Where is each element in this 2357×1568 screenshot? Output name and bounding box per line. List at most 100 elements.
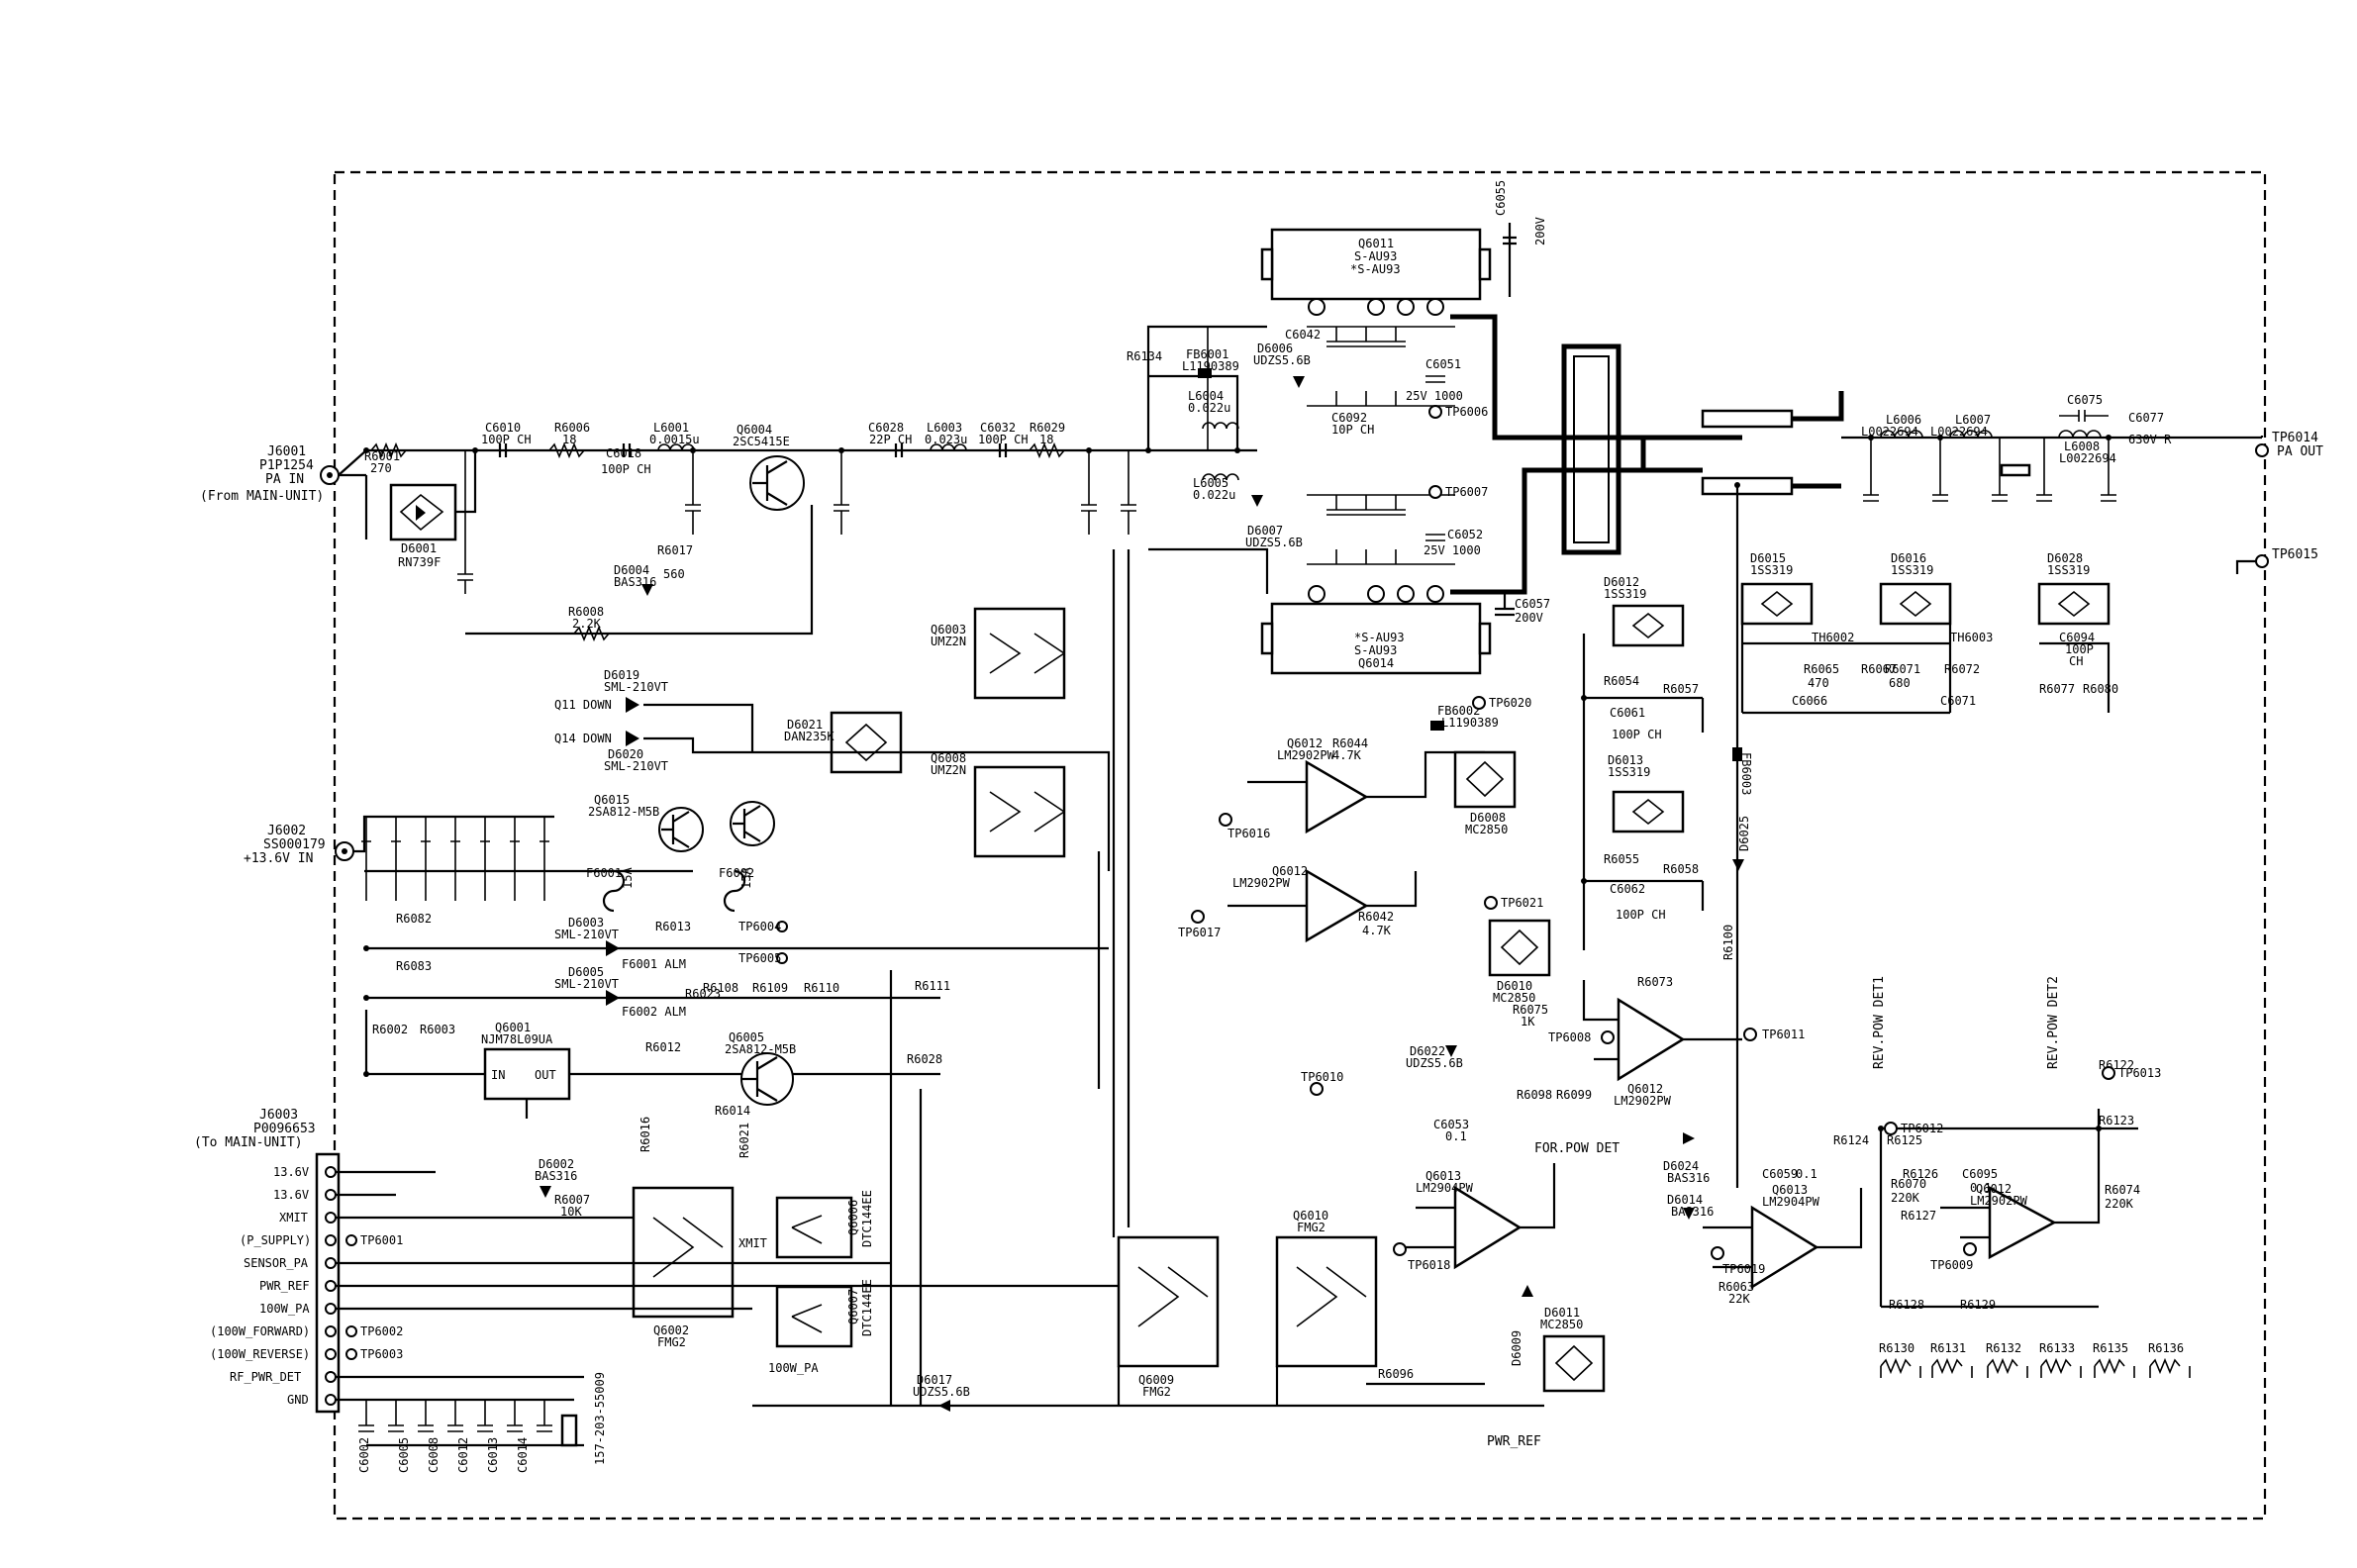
label-r6063-value: 22K <box>1728 1292 1750 1306</box>
diode-d6025: D6025 <box>1732 816 1751 871</box>
svg-text:+13.6V IN: +13.6V IN <box>244 851 313 866</box>
svg-text:D6028: D6028 <box>2047 551 2083 565</box>
svg-text:TP6002: TP6002 <box>360 1324 403 1338</box>
svg-text:C6028: C6028 <box>868 421 904 435</box>
label-r6129: R6129 <box>1960 1298 1996 1312</box>
test-point-tp6005: TP6005 <box>738 951 788 965</box>
svg-text:D6013: D6013 <box>1608 753 1643 767</box>
svg-text:TP6011: TP6011 <box>1762 1028 1805 1041</box>
svg-text:Q6012: Q6012 <box>1976 1182 2012 1196</box>
label-r6028: R6028 <box>907 1052 942 1066</box>
capacitor-c6077: C6077 630V R <box>2128 411 2172 446</box>
spare-resistors: R6130 R6131 R6132 R6133 R6135 R6136 <box>1879 1341 2191 1378</box>
shunt-capacitors-input <box>457 450 1136 594</box>
label-c6092-value: 10P CH <box>1331 423 1374 437</box>
j6003-pin-2: 13.6V <box>273 1188 309 1202</box>
capacitor-c6018: C6018 100P CH <box>601 443 651 476</box>
svg-text:FB6001: FB6001 <box>1186 347 1228 361</box>
svg-text:TP6008: TP6008 <box>1548 1030 1591 1044</box>
resistor-r6029: R6029 18 <box>1029 421 1065 459</box>
svg-text:F6002: F6002 <box>719 866 754 880</box>
j6003-pin-5: SENSOR_PA <box>244 1256 309 1270</box>
svg-text:BAS316: BAS316 <box>614 575 656 589</box>
svg-text:LM2902PW: LM2902PW <box>1970 1194 2028 1208</box>
svg-text:TP6003: TP6003 <box>360 1347 403 1361</box>
svg-text:D6005: D6005 <box>568 965 604 979</box>
svg-text:200V: 200V <box>1533 217 1547 245</box>
label-r6063: R6063 <box>1719 1280 1754 1294</box>
svg-text:25V 1000: 25V 1000 <box>1424 543 1481 557</box>
opamp-q6012-c: Q6012 LM2902PW <box>1614 997 1686 1108</box>
transistor-q6011: Q6011 S-AU93 *S-AU93 <box>1260 228 1492 316</box>
svg-text:C6013: C6013 <box>486 1437 500 1473</box>
label-c6061-value: 100P CH <box>1612 728 1662 741</box>
svg-text:BAS316: BAS316 <box>1667 1171 1710 1185</box>
svg-text:25V 1000: 25V 1000 <box>1406 389 1463 403</box>
svg-text:FMG2: FMG2 <box>1142 1385 1171 1399</box>
label-r6096: R6096 <box>1378 1367 1414 1381</box>
j6001-ref: J6001 <box>267 444 306 459</box>
j6001-note: (From MAIN-UNIT) <box>200 489 324 504</box>
svg-text:LM2902PW: LM2902PW <box>1614 1094 1672 1108</box>
transistor-q6004: Q6004 2SC5415E <box>733 423 805 511</box>
net-for-pow-det: FOR.POW DET <box>1534 1141 1620 1156</box>
label-c6094-value: 100P <box>2065 642 2094 656</box>
inductor-l6003: L6003 0.023u <box>925 421 967 451</box>
svg-text:L0022694: L0022694 <box>1930 425 1988 439</box>
svg-text:C6014: C6014 <box>516 1437 530 1473</box>
label-r6077: R6077 <box>2039 682 2075 696</box>
svg-text:*S-AU93: *S-AU93 <box>1350 262 1401 276</box>
transistor-pair-q6003: Q6003 UMZ2N <box>931 607 1066 700</box>
bypass-caps-13v6 <box>361 817 549 901</box>
svg-text:Q6013: Q6013 <box>1772 1183 1808 1197</box>
inductor-l6001: L6001 0.0015u <box>649 421 700 451</box>
label-r6058: R6058 <box>1663 862 1699 876</box>
resistor-r6006: R6006 18 <box>548 421 590 459</box>
svg-text:*S-AU93: *S-AU93 <box>1354 631 1405 644</box>
label-r6002: R6002 <box>372 1023 408 1036</box>
transistor-pair-q6008: Q6008 UMZ2N <box>931 751 1066 858</box>
zener-d6022: D6022 UDZS5.6B <box>1406 1044 1463 1070</box>
diode-d6014: D6014 BAS316 <box>1667 1193 1714 1220</box>
svg-text:FMG2: FMG2 <box>657 1335 686 1349</box>
diode-pack-d6008: D6008 MC2850 <box>1453 750 1517 836</box>
test-point-tp6021: TP6021 <box>1484 896 1543 910</box>
label-r6075-value: 1K <box>1521 1015 1535 1029</box>
test-point-tp6012: TP6012 <box>1884 1122 1943 1135</box>
label-r6067: R6067 <box>1861 662 1897 676</box>
svg-text:15A: 15A <box>621 867 635 889</box>
svg-text:Q6006: Q6006 <box>846 1200 860 1235</box>
svg-text:D6009: D6009 <box>1510 1330 1523 1366</box>
label-th6003: TH6003 <box>1950 631 1993 644</box>
svg-text:DTC144EE: DTC144EE <box>860 1190 874 1247</box>
test-point-tp6019: TP6019 <box>1711 1246 1765 1276</box>
svg-text:OUT: OUT <box>535 1068 556 1082</box>
label-r6014: R6014 <box>715 1104 750 1118</box>
diode-pack-d6013: D6013 1SS319 <box>1608 753 1685 833</box>
j6001-name: PA IN <box>265 472 304 487</box>
svg-text:(To MAIN-UNIT): (To MAIN-UNIT) <box>194 1135 303 1150</box>
test-point-tp6008: TP6008 <box>1548 1030 1615 1044</box>
svg-text:D6011: D6011 <box>1544 1306 1580 1320</box>
inductor-l6006: L6006 L0022694 <box>1861 413 1923 439</box>
label-c6071: C6071 <box>1940 694 1976 708</box>
j6003-pin-11: GND <box>287 1393 309 1407</box>
junctions <box>363 435 2111 1131</box>
svg-text:RN739F: RN739F <box>398 555 441 569</box>
svg-text:D6003: D6003 <box>568 916 604 930</box>
test-point-tp6006: TP6006 <box>1428 405 1488 419</box>
svg-text:L6003: L6003 <box>927 421 962 435</box>
svg-text:D6019: D6019 <box>604 668 639 682</box>
inductor-l6005: L6005 0.022u <box>1193 473 1239 502</box>
j6003-pin-3: XMIT <box>279 1211 308 1225</box>
j6003-pin-9: (100W_REVERSE) <box>210 1347 310 1361</box>
resistor-r6134: R6134 <box>1127 349 1162 363</box>
label-c6061: C6061 <box>1610 706 1645 720</box>
svg-text:18: 18 <box>1039 433 1053 446</box>
zener-d6007: D6007 UDZS5.6B <box>1245 495 1303 549</box>
led-d6005: D6005 SML-210VT F6002 ALM <box>554 965 686 1019</box>
label-r6070-value: 220K <box>1891 1191 1920 1205</box>
svg-text:D6024: D6024 <box>1663 1159 1699 1173</box>
svg-text:TP6005: TP6005 <box>738 951 781 965</box>
svg-text:LM2904PW: LM2904PW <box>1762 1195 1820 1209</box>
